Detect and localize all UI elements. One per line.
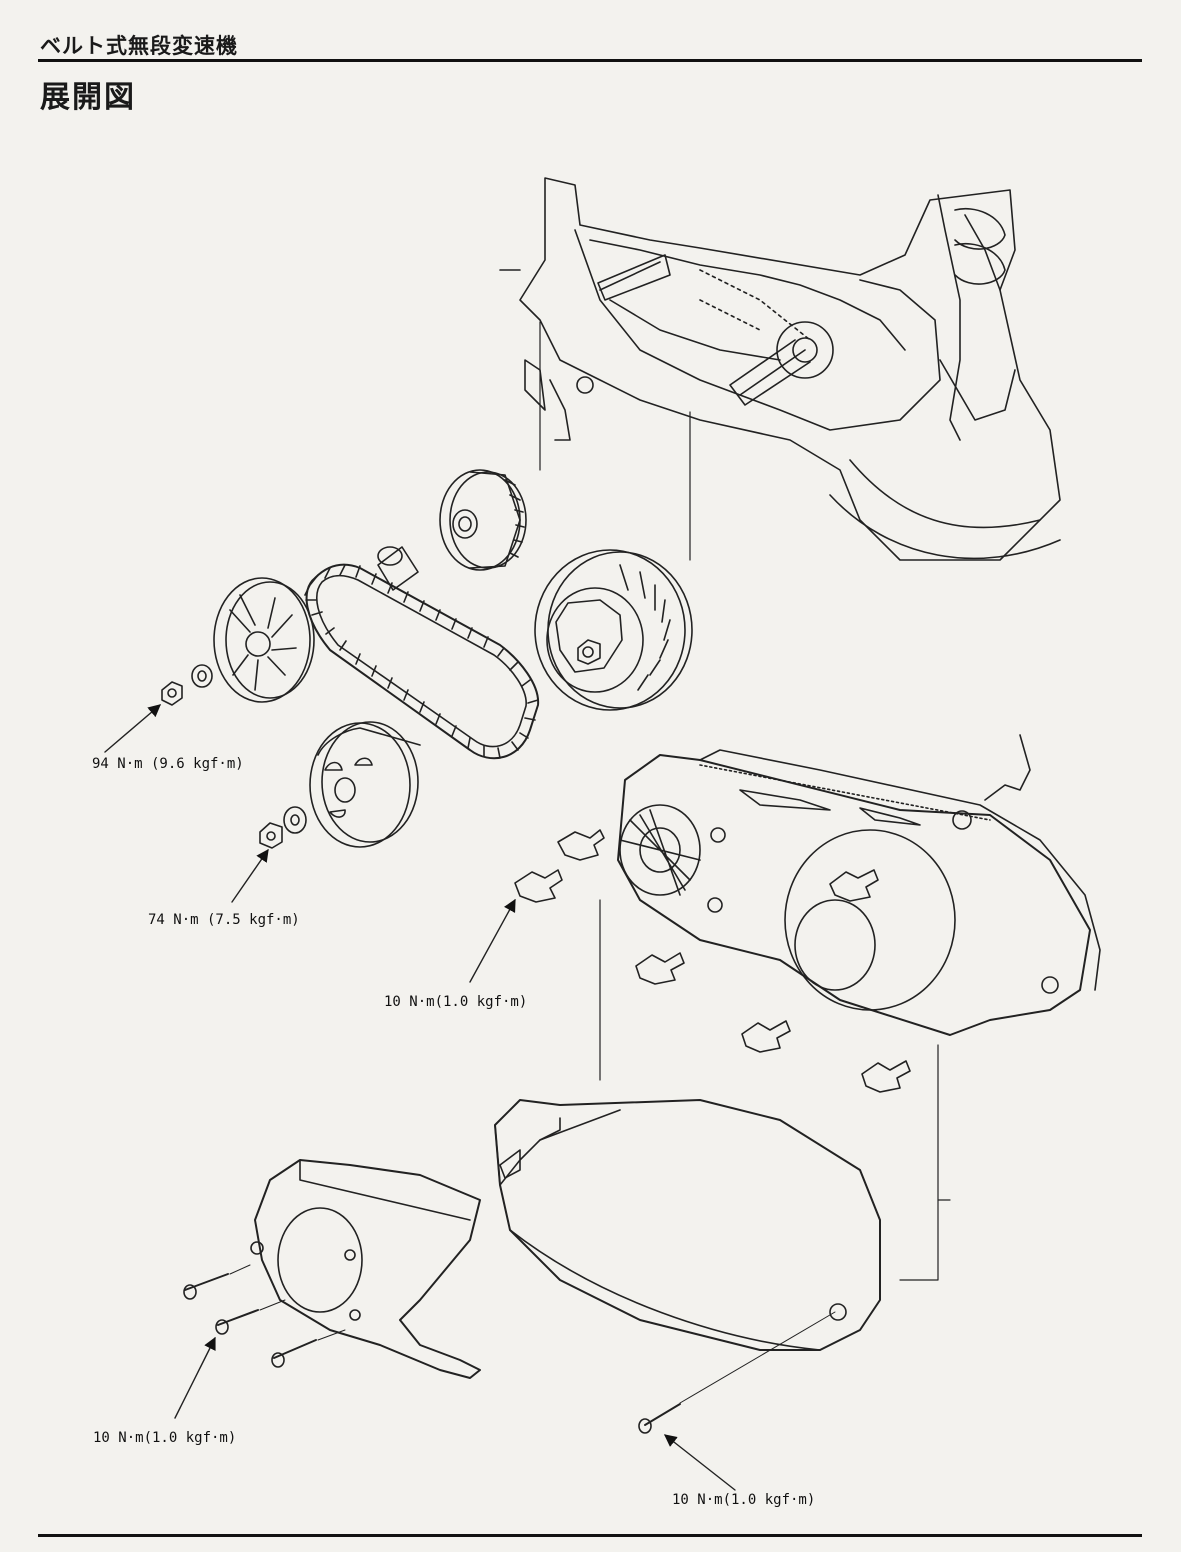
torque-spec-drive-face-nut: 94 N·m (9.6 kgf·m): [92, 756, 244, 772]
inner-crankcase-cover: [617, 734, 1101, 1036]
washer-94: [191, 664, 213, 688]
assembly-leader-lines: [599, 899, 951, 1281]
nut-74: [259, 822, 283, 849]
torque-spec-clutch-nut: 74 N·m (7.5 kgf·m): [148, 912, 300, 928]
torque-spec-outer-cover-bolt: 10 N·m(1.0 kgf·m): [672, 1492, 816, 1508]
air-duct-cover: [250, 1159, 481, 1379]
footer-rule: [38, 1534, 1142, 1537]
engine-crankcase: [499, 177, 1061, 561]
torque-spec-duct-cover-bolt: 10 N·m(1.0 kgf·m): [93, 1430, 237, 1446]
page-heading: 展開図: [40, 80, 136, 115]
cover-bolts: [514, 829, 911, 1093]
header-rule: [38, 59, 1142, 62]
drive-collar: [377, 546, 419, 591]
washer-74: [283, 806, 307, 834]
nut-94: [161, 681, 183, 706]
movable-drive-face: [213, 577, 315, 703]
section-title: ベルト式無段変速機: [40, 34, 238, 58]
torque-arrows: [104, 704, 736, 1491]
drive-belt: [304, 563, 540, 760]
drive-pulley-face: [439, 469, 527, 571]
driven-pulley-clutch: [534, 549, 693, 711]
lower-cover-bolts: [183, 1264, 836, 1434]
clutch-outer: [309, 721, 421, 848]
outer-left-cover: [494, 1099, 881, 1351]
torque-spec-inner-cover-bolt: 10 N·m(1.0 kgf·m): [384, 994, 528, 1010]
